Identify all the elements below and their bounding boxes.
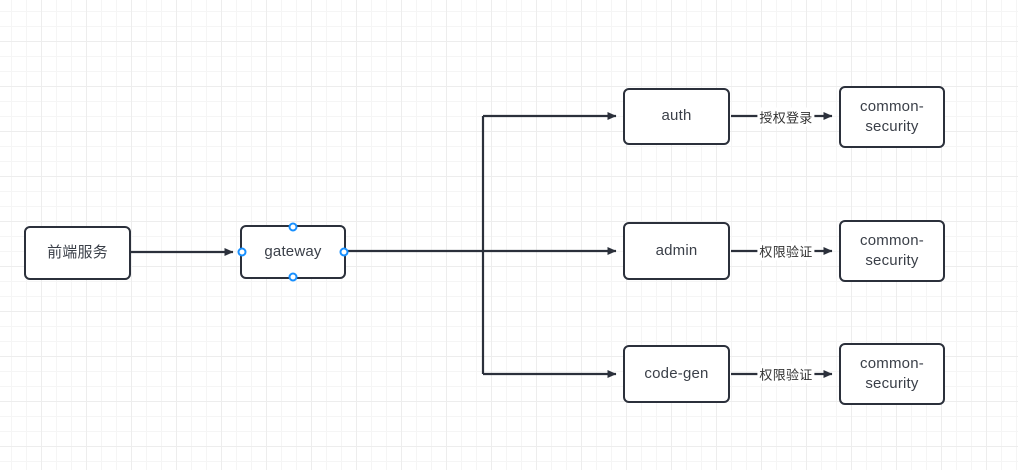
edge-label-admin-to-security[interactable]: 权限验证 — [757, 241, 815, 261]
node-gateway[interactable]: gateway — [237, 222, 349, 282]
node-frontend-label: 前端服务 — [47, 243, 108, 261]
node-gateway-handle-top[interactable] — [288, 222, 298, 232]
node-common-security-admin[interactable]: common- security — [839, 220, 945, 282]
node-gateway-handle-left[interactable] — [237, 247, 247, 257]
edge-label-codegen-to-security[interactable]: 权限验证 — [757, 364, 815, 384]
node-code-gen-label: code-gen — [644, 364, 709, 382]
node-frontend[interactable]: 前端服务 — [24, 226, 131, 280]
node-auth[interactable]: auth — [623, 88, 730, 145]
node-common-security-code-gen[interactable]: common- security — [839, 343, 945, 405]
edge-label-auth-to-security[interactable]: 授权登录 — [757, 107, 815, 127]
node-gateway-label: gateway — [264, 242, 322, 260]
node-common-security-code-gen-label: common- security — [860, 354, 924, 392]
node-gateway-handle-right[interactable] — [339, 247, 349, 257]
node-admin[interactable]: admin — [623, 222, 730, 280]
node-common-security-admin-label: common- security — [860, 231, 924, 269]
node-admin-label: admin — [655, 241, 698, 259]
node-code-gen[interactable]: code-gen — [623, 345, 730, 403]
node-common-security-auth[interactable]: common- security — [839, 86, 945, 148]
node-gateway-handle-bottom[interactable] — [288, 272, 298, 282]
node-auth-label: auth — [661, 107, 692, 125]
node-common-security-auth-label: common- security — [860, 97, 924, 135]
